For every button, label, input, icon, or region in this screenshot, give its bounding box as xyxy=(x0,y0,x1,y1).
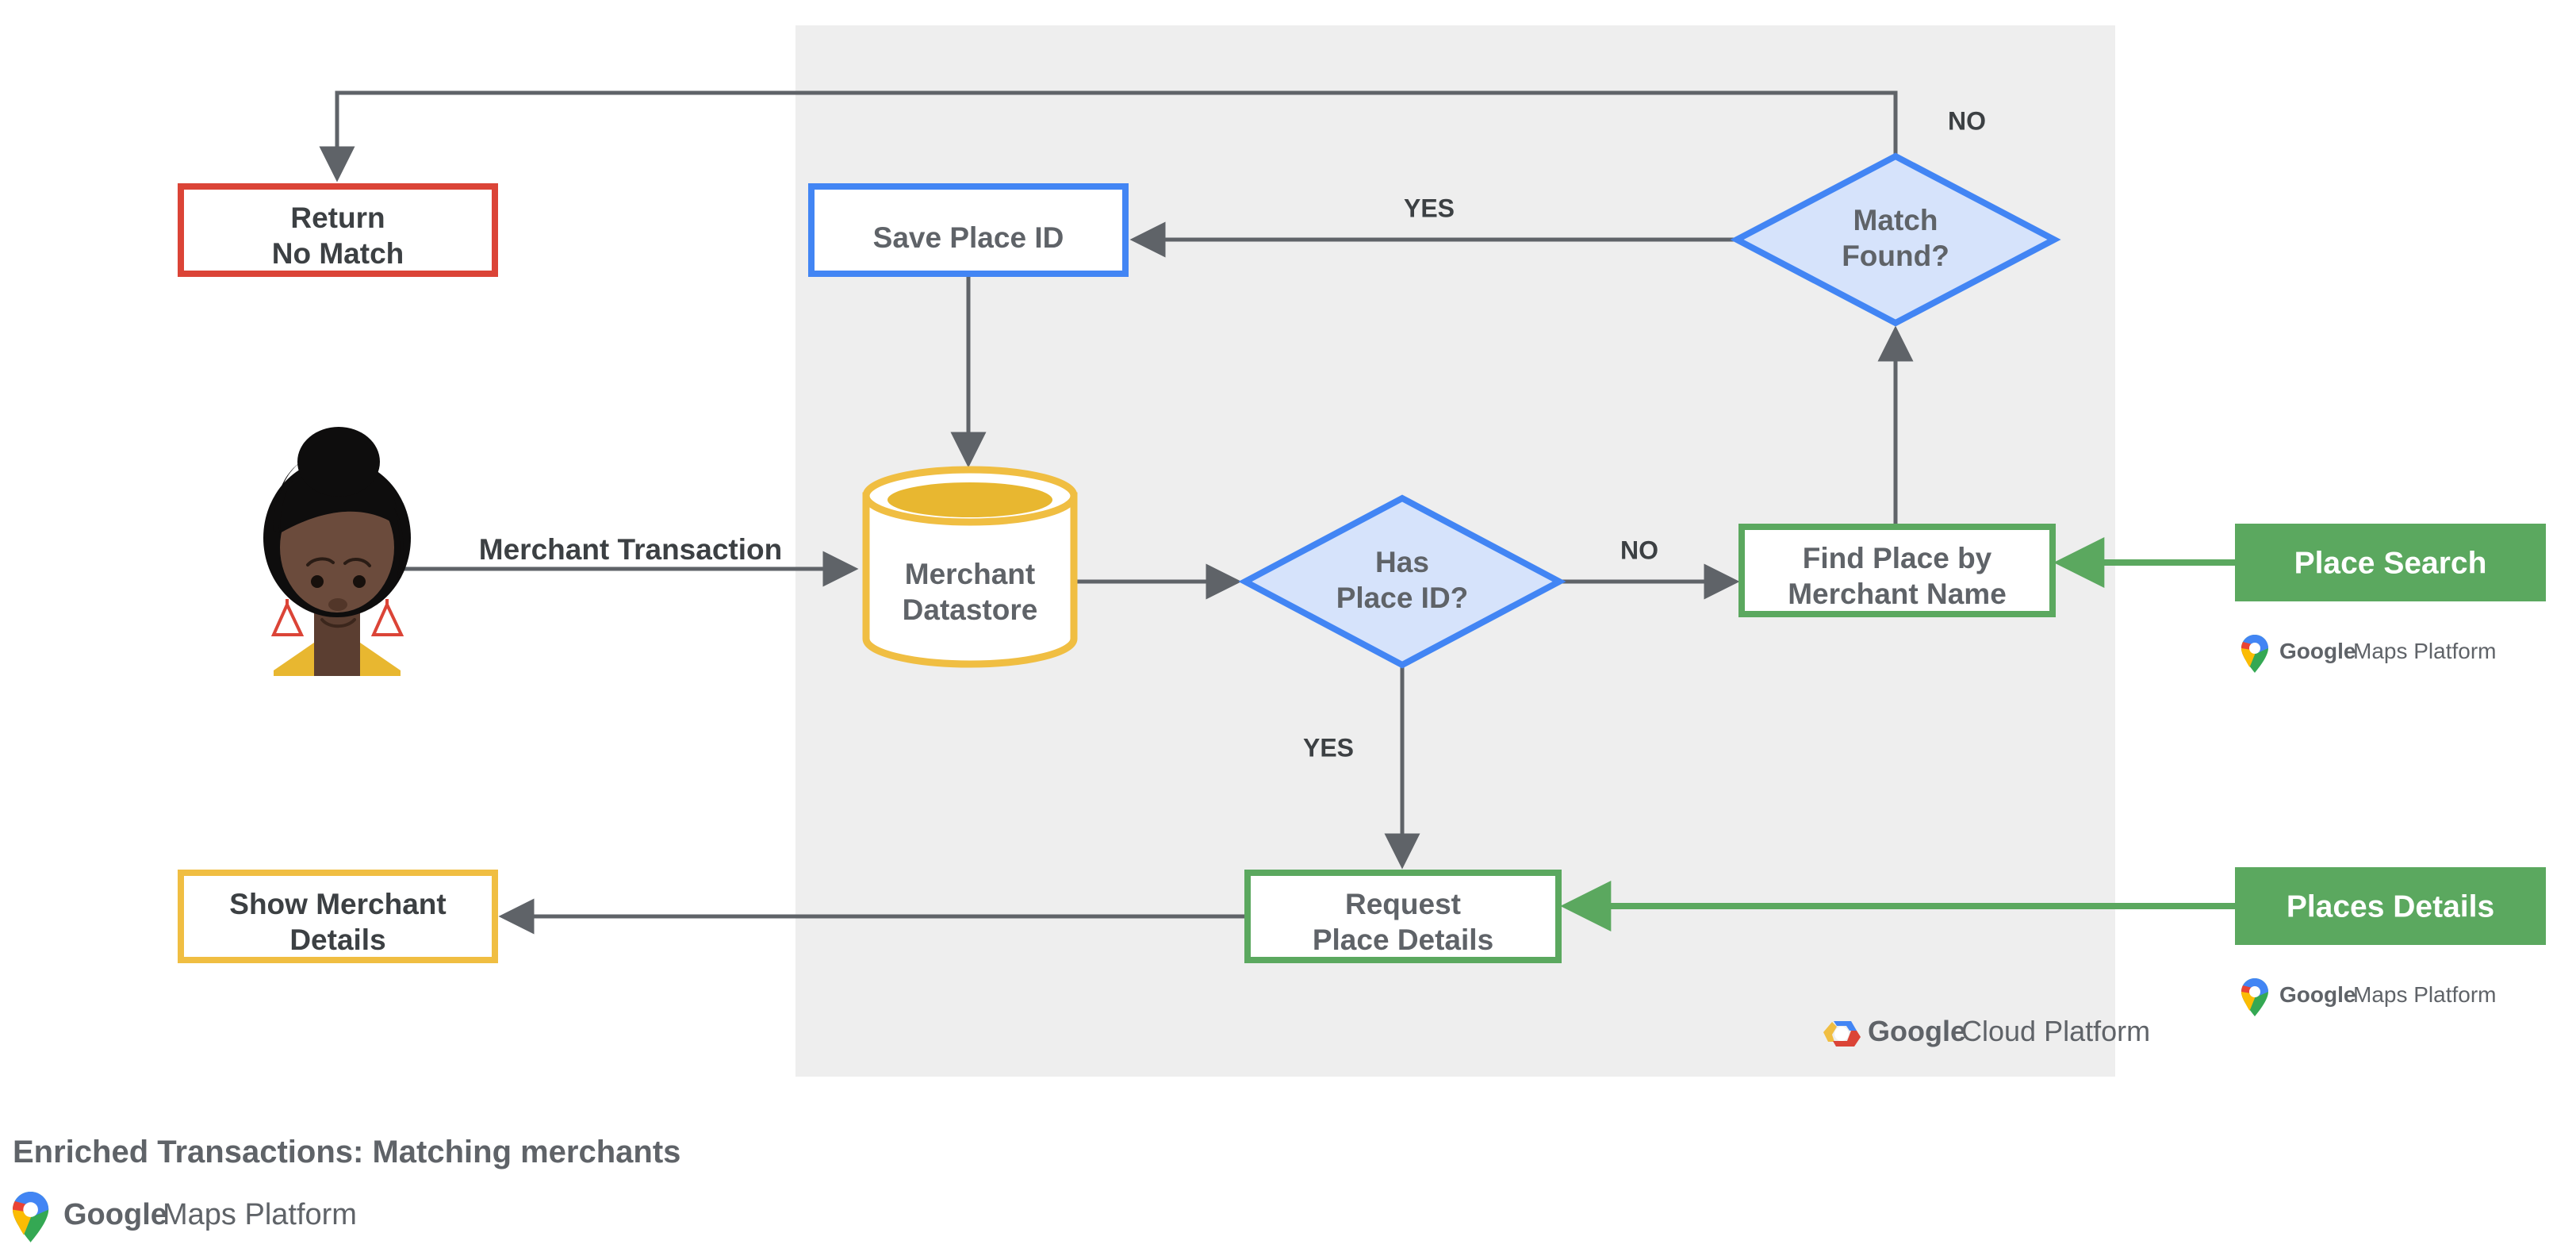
show-merchant-details-line-1: Show Merchant xyxy=(229,888,446,920)
show-merchant-details-box[interactable]: Show Merchant Details xyxy=(178,870,498,963)
match-found-line-1: Match xyxy=(1853,204,1938,236)
return-no-match-box[interactable]: Return No Match xyxy=(178,183,498,277)
gcp-logo-rest-text: Cloud Platform xyxy=(1961,1015,2150,1047)
gmp-logo-caption: Google Maps Platform xyxy=(13,1192,357,1242)
show-merchant-details-line-2: Details xyxy=(289,924,385,956)
has-place-id-line-2: Place ID? xyxy=(1336,582,1469,614)
edge-label-no-match: NO xyxy=(1948,106,1986,135)
has-place-id-diamond[interactable]: Has Place ID? xyxy=(1238,494,1566,669)
request-place-details-line-2: Place Details xyxy=(1313,924,1493,956)
has-place-id-line-1: Has xyxy=(1375,546,1429,578)
gmp-logo-caption-google-text: Google xyxy=(63,1198,167,1231)
match-found-diamond[interactable]: Match Found? xyxy=(1730,152,2061,327)
merchant-datastore-line-1: Merchant xyxy=(905,558,1035,590)
return-no-match-line-1: Return xyxy=(290,202,385,234)
edge-label-no-place-id: NO xyxy=(1620,536,1658,564)
merchant-avatar xyxy=(263,427,411,676)
gmp-logo-places-details-rest-text: Maps Platform xyxy=(2353,982,2497,1007)
find-place-line-2: Merchant Name xyxy=(1788,578,2007,610)
edge-match-found-no xyxy=(319,90,1898,182)
request-place-details-line-1: Request xyxy=(1345,888,1461,920)
merchant-datastore-cylinder[interactable]: Merchant Datastore xyxy=(862,466,1078,668)
gcp-logo-google-text: Google xyxy=(1868,1015,1966,1047)
gmp-logo-places-details: Google Maps Platform xyxy=(2241,978,2497,1016)
save-place-id-label: Save Place ID xyxy=(873,221,1064,254)
place-search-box[interactable]: Place Search xyxy=(2235,524,2546,601)
gmp-logo-places-details-google-text: Google xyxy=(2279,982,2356,1007)
gmp-logo-place-search: Google Maps Platform xyxy=(2241,635,2497,673)
place-search-label: Place Search xyxy=(2294,546,2487,580)
places-details-label: Places Details xyxy=(2287,889,2494,924)
request-place-details-box[interactable]: Request Place Details xyxy=(1244,870,1562,963)
gcp-logo: Google Cloud Platform xyxy=(1823,1015,2150,1047)
diagram-caption: Enriched Transactions: Matching merchant… xyxy=(13,1135,680,1169)
edge-label-merchant-transaction: Merchant Transaction xyxy=(479,533,782,566)
find-place-line-1: Find Place by xyxy=(1803,542,1992,574)
find-place-by-merchant-name-box[interactable]: Find Place by Merchant Name xyxy=(1738,524,2056,617)
return-no-match-line-2: No Match xyxy=(272,237,404,270)
gmp-logo-place-search-rest-text: Maps Platform xyxy=(2353,639,2497,663)
merchant-datastore-line-2: Datastore xyxy=(903,593,1038,626)
edge-label-yes-match: YES xyxy=(1404,194,1455,222)
places-details-box[interactable]: Places Details xyxy=(2235,867,2546,945)
match-found-line-2: Found? xyxy=(1842,240,1949,272)
gmp-logo-caption-rest-text: Maps Platform xyxy=(163,1198,357,1231)
gmp-logo-place-search-google-text: Google xyxy=(2279,639,2356,663)
edge-label-yes-place-id: YES xyxy=(1303,733,1354,762)
save-place-id-box[interactable]: Save Place ID xyxy=(808,183,1129,277)
